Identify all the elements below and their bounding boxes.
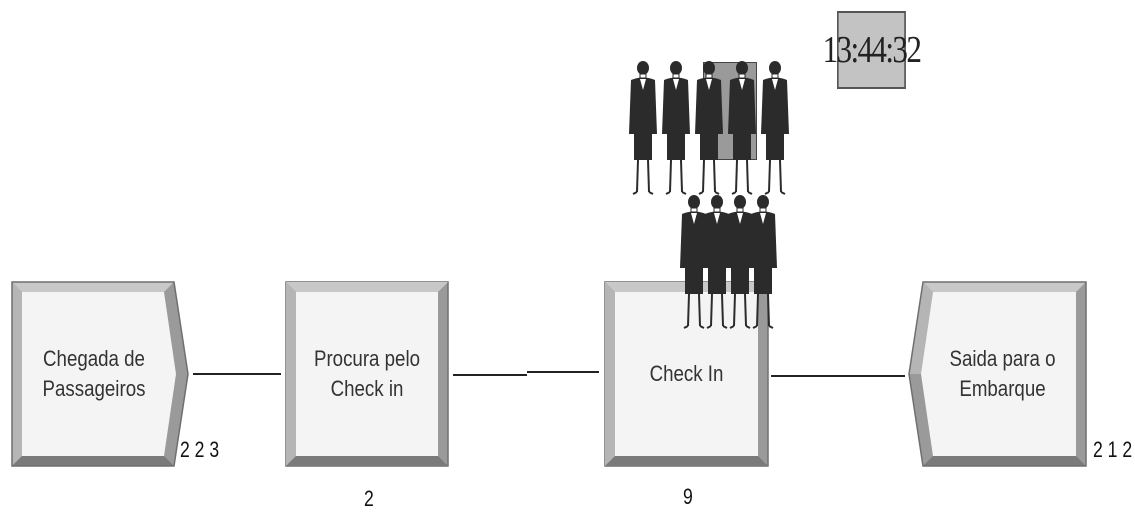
route-module-shape: [285, 281, 449, 467]
dispose-module-label: Saida para o Embarque: [949, 346, 1056, 401]
connector-process-dispose[interactable]: [771, 375, 905, 377]
resource-picture: [703, 62, 757, 160]
route-module[interactable]: Procura pelo Check in: [285, 281, 449, 467]
process-module[interactable]: Check In: [604, 281, 769, 467]
route-module-label: Procura pelo Check in: [313, 346, 421, 401]
process-module-label: Check In: [649, 361, 724, 387]
process-module-counter: 9: [683, 484, 693, 509]
connector-route-process[interactable]: [453, 374, 527, 376]
dispose-module-shape: [908, 281, 1087, 467]
create-module[interactable]: Chegada de Passageiros: [10, 280, 190, 468]
create-module-counter: 2 2 3: [180, 437, 220, 462]
create-module-label: Chegada de Passageiros: [42, 346, 146, 401]
create-module-shape: [11, 281, 189, 467]
dispose-module-counter: 2 1 2: [1093, 437, 1133, 462]
queued-passenger-icon: [661, 60, 691, 195]
queued-passenger-icon: [628, 60, 658, 195]
connector-route-process-2: [527, 371, 599, 373]
simulation-clock: 13:44:32: [823, 11, 922, 89]
dispose-module[interactable]: Saida para o Embarque: [905, 280, 1088, 468]
queued-passenger-icon: [760, 60, 790, 195]
connector-create-route[interactable]: [193, 373, 281, 375]
route-module-counter: 2: [364, 486, 374, 511]
